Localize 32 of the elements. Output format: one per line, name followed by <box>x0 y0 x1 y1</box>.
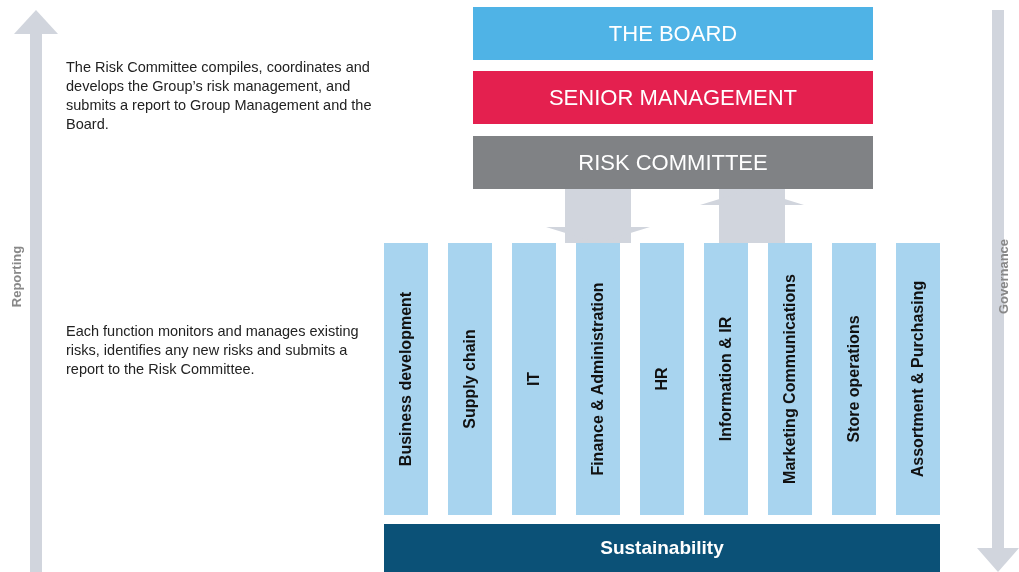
function-label: Store operations <box>845 315 863 443</box>
base-label: Sustainability <box>600 537 724 559</box>
function-column <box>448 243 492 515</box>
axis-label: Governance <box>995 238 1011 314</box>
block-arrow <box>700 189 804 243</box>
function-label: Business development <box>397 291 415 467</box>
level-title: SENIOR MANAGEMENT <box>548 84 798 111</box>
level-title: THE BOARD <box>608 20 738 47</box>
function-column <box>832 243 876 515</box>
description-text: Each function monitors and manages existing risks, identifies any new risks and submits a report to the Risk Committee. <box>66 322 360 379</box>
function-column <box>512 243 556 515</box>
axis-label: Reporting <box>8 245 24 307</box>
function-column <box>896 243 940 515</box>
level-box <box>473 7 873 60</box>
level-box <box>473 136 873 189</box>
function-label: HR <box>653 367 671 391</box>
function-column <box>704 243 748 515</box>
function-column <box>768 243 812 515</box>
function-column <box>384 243 428 515</box>
function-label: Supply chain <box>461 329 479 429</box>
level-box <box>473 71 873 124</box>
base-bar <box>384 524 940 572</box>
function-label: Finance & Administration <box>589 282 607 476</box>
function-label: Information & IR <box>717 316 735 442</box>
function-column <box>576 243 620 515</box>
function-label: Assortment & Purchasing <box>909 280 927 478</box>
block-arrow <box>546 189 650 243</box>
function-column <box>640 243 684 515</box>
function-label: Marketing Communications <box>781 274 799 484</box>
description-text: The Risk Committee compiles, coordinates and develops the Group’s risk management, and submits a report to Group Management and the Board. <box>66 58 373 134</box>
function-label: IT <box>525 371 543 387</box>
level-title: RISK COMMITTEE <box>578 149 768 176</box>
